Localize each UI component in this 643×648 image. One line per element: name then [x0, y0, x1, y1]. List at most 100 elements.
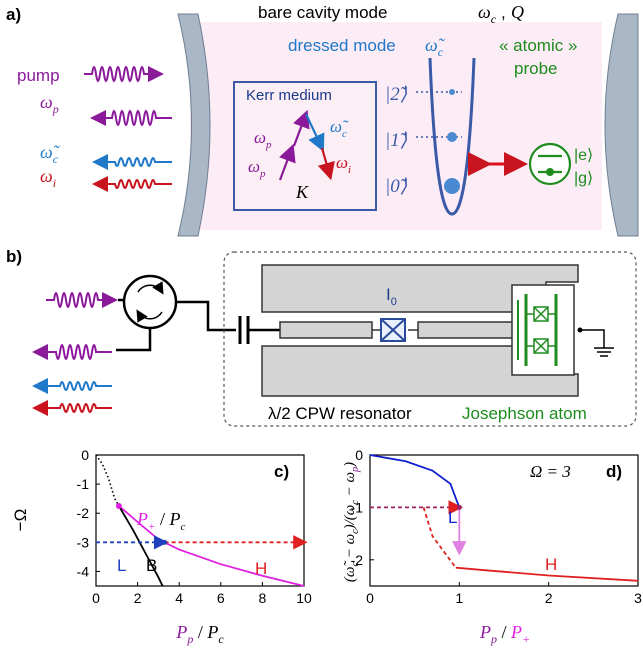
kerr-constant-K: K: [295, 182, 309, 202]
b-pump-out: [32, 344, 112, 360]
x-tick-label: 2: [545, 590, 553, 606]
idler-wave-out: [92, 176, 172, 192]
current-I0-label: I0: [386, 285, 397, 308]
dressed-mode-label: dressed mode: [288, 36, 396, 55]
signal-photon: [305, 113, 325, 152]
x-tick-label: 3: [634, 590, 642, 606]
pump-wave-out: [90, 110, 172, 126]
series-line-0: [369, 454, 461, 508]
panel-b-label: b): [6, 247, 22, 266]
level-1-dot: [447, 132, 457, 142]
atom-population-dot: [546, 168, 554, 176]
ket-e-label: |e⟩: [574, 147, 593, 164]
ket-2-label: |2̃⟩: [385, 84, 408, 105]
series-line-2: [118, 505, 164, 587]
pump-wave-in: [84, 66, 164, 82]
b-signal-out: [32, 378, 112, 394]
y-axis-label: (ω̃c − ωc)/(ωc − ωp): [342, 462, 361, 582]
y-tick-label: 0: [81, 447, 89, 463]
annotation-B: B: [146, 556, 157, 575]
chart-c: 0 2 4 6 8 10 0 -1 -2 -3 -4 −Ω Pp / Pc c) P+ / Pc L B H: [11, 447, 312, 646]
ket-0-label: |0̃⟩: [385, 176, 408, 197]
series-line-0: [95, 454, 120, 507]
cpw-resonator-label: λ/2 CPW resonator: [268, 404, 412, 423]
junction-cross-2: [380, 318, 406, 342]
pump-label: pump: [17, 66, 60, 85]
comma: ,: [501, 3, 506, 22]
idler-photon: [317, 147, 335, 181]
annotation-P-plus: P+ / Pc: [136, 509, 185, 533]
plot-frame: [369, 454, 639, 587]
x-tick-label: 4: [175, 590, 183, 606]
x-axis-label: Pp / Pc: [175, 622, 224, 646]
atomic-label: « atomic »: [499, 36, 577, 55]
pump-photon-2: [292, 109, 310, 147]
kerr-medium-box: [233, 81, 377, 211]
probe-label: probe: [514, 59, 557, 78]
x-tick-label: 8: [259, 590, 267, 606]
ground-plane-top: [261, 264, 579, 313]
atom-circle: [528, 142, 572, 186]
josephson-atom-label: Josephson atom: [462, 404, 587, 423]
circulator-arrow-1: [137, 281, 164, 295]
omega-p-label: ωp: [40, 92, 59, 116]
ground-wire: [580, 329, 605, 348]
transmon-jj-2-cross: [533, 338, 549, 354]
transmon-jj-1-cross: [533, 306, 549, 322]
right-mirror: [604, 13, 639, 237]
annotation-L: L: [448, 508, 457, 527]
series-line-2: [422, 507, 457, 569]
bistable-point-dot: [162, 539, 168, 545]
panel-d-label: d): [606, 462, 622, 481]
annotation-H: H: [255, 559, 267, 578]
y-tick-label: -2: [77, 505, 90, 521]
pump-photon-1: [278, 143, 296, 181]
branch-point-dot: [115, 502, 122, 509]
x-tick-label: 0: [92, 590, 100, 606]
omega-i-left: ωi: [40, 166, 56, 190]
x-tick-label: 0: [366, 590, 374, 606]
y-tick-label: -1: [77, 476, 90, 492]
level-2-dot: [449, 89, 455, 95]
annotation-L: L: [117, 556, 126, 575]
ket-g-label: |g⟩: [574, 170, 593, 187]
x-tick-label: 10: [296, 590, 312, 606]
omega-value-label: Ω = 3: [530, 462, 571, 481]
y-axis-label: −Ω: [11, 509, 30, 532]
omega-c-symbol: ωc: [478, 2, 497, 26]
bare-cavity-label: bare cavity mode: [258, 3, 387, 22]
center-strip-right: [417, 321, 515, 339]
panel-c-label: c): [274, 462, 289, 481]
y-tick-label: 0: [355, 447, 363, 463]
x-tick-label: 1: [455, 590, 463, 606]
series-line-1: [118, 505, 305, 587]
panel-b: b) I0: [6, 247, 637, 427]
b-pump-in: [46, 292, 118, 308]
kerr-omega-i: ωi: [336, 153, 351, 176]
x-tick-label: 6: [217, 590, 225, 606]
b-idler-out: [32, 400, 112, 416]
wire-to-resonator: [176, 300, 236, 332]
x-axis-label: Pp / P+: [479, 622, 530, 646]
y-tick-label: -1: [351, 499, 364, 515]
y-tick-label: -4: [77, 563, 90, 579]
ket-1-label: |1̃⟩: [385, 130, 408, 151]
kerr-omega-p-1: ωp: [254, 128, 272, 151]
wire-out: [116, 328, 152, 352]
dressed-wave-out: [92, 154, 172, 170]
annotation-H: H: [545, 555, 557, 574]
circulator: [122, 274, 178, 330]
kerr-omega-p-2: ωp: [248, 157, 266, 180]
panel-a-label: a): [6, 5, 21, 24]
panel-a: a) bare cavity mode ωc , Q dressed mode …: [6, 2, 639, 237]
left-mirror: [177, 13, 211, 237]
plot-frame: [95, 454, 305, 587]
y-tick-label: -3: [77, 534, 90, 550]
kerr-medium-label: Kerr medium: [246, 87, 332, 104]
potential-well: [428, 57, 476, 216]
x-tick-label: 2: [134, 590, 142, 606]
transmon-box: [511, 284, 575, 376]
omega-c-tilde-left: ω̃c: [40, 142, 61, 166]
